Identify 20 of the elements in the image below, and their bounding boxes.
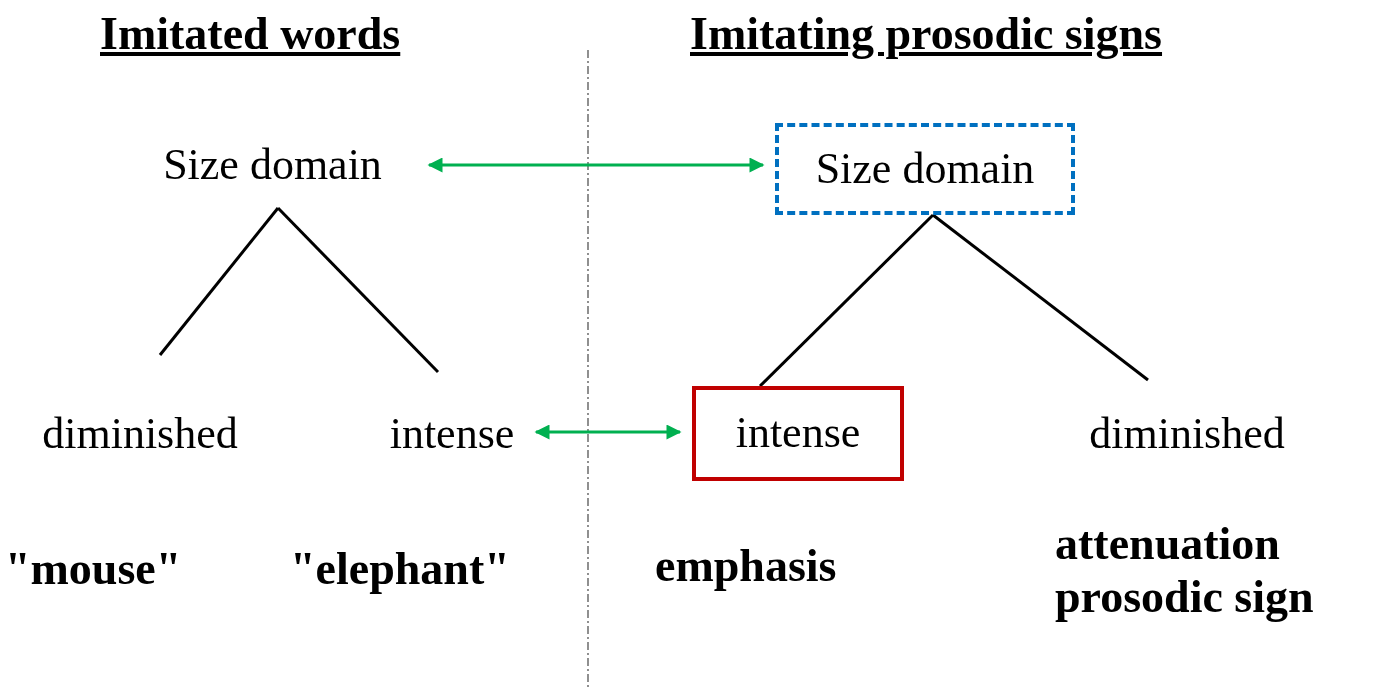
tree-line — [932, 213, 1149, 382]
tree-line — [276, 206, 440, 374]
node-label: Size domain — [815, 144, 1035, 194]
node-label: intense — [389, 409, 515, 458]
example-word: "elephant" — [290, 543, 511, 596]
section-heading: Imitating prosodic signs — [690, 8, 1164, 61]
category-label: attenuation prosodic sign — [1055, 518, 1315, 624]
example-word: "mouse" — [5, 543, 183, 596]
category-label: emphasis — [655, 540, 838, 593]
node-label: Size domain — [163, 140, 382, 190]
section-heading: Imitated words — [100, 8, 402, 61]
highlight-box — [692, 386, 904, 481]
node-label: intense — [735, 409, 861, 458]
tree-line — [758, 213, 935, 388]
double-arrow — [427, 157, 765, 173]
node-label: diminished — [42, 409, 238, 458]
double-arrow — [534, 424, 682, 440]
dashed-box — [775, 123, 1075, 215]
node-label: diminished — [1089, 409, 1285, 458]
tree-line — [158, 207, 280, 356]
